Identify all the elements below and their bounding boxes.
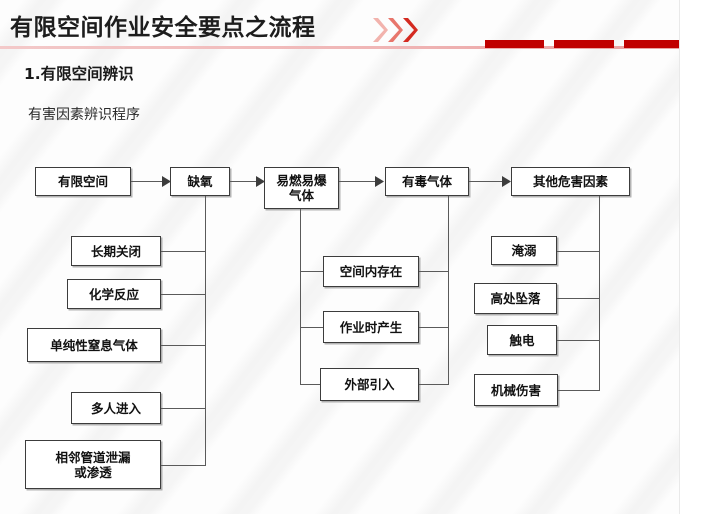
arrowhead-confined-to-oxygen [162,176,172,187]
section-heading: 1.有限空间辨识 [24,65,134,83]
node-mechanical-injury[interactable]: 机械伤害 [474,374,558,406]
header-accent-bar-3 [624,40,679,48]
node-fall-from-height[interactable]: 高处坠落 [474,283,557,314]
branch-externally-introduced-right [419,384,449,386]
node-existing-in-space[interactable]: 空间内存在 [323,256,419,287]
connector-confined-to-oxygen [131,181,169,183]
branch-chemical-reaction [161,294,206,296]
node-generated-during-work[interactable]: 作业时产生 [323,311,419,343]
flowchart: 有限空间 缺氧 易燃易爆 气体 有毒气体 其他危害因素 长期关闭 化学反应 单纯… [25,167,630,489]
connector-oxygen-to-flammable [230,181,264,183]
arrowhead-oxygen-to-flammable [256,176,266,187]
branch-drowning [557,251,600,253]
connector-toxic-to-other [469,181,510,183]
trunk-other-hazards [599,195,601,391]
branch-externally-introduced-left [300,384,324,386]
double-chevron-right-icon [372,17,432,43]
node-toxic-gas[interactable]: 有毒气体 [385,167,469,196]
header-accent-bar-2 [554,40,614,48]
trunk-toxic [448,195,450,385]
branch-existing-in-space-left [300,271,324,273]
node-multiple-entrants[interactable]: 多人进入 [71,392,161,424]
node-simple-asphyxiant-gas[interactable]: 单纯性窒息气体 [27,328,161,362]
arrowhead-flammable-to-toxic [375,176,385,187]
slide-header: 有限空间作业安全要点之流程 [0,0,679,52]
branch-simple-asphyxiant [161,345,206,347]
trunk-flammable [300,208,302,385]
branch-existing-in-space-right [419,271,449,273]
header-accent-bar-1 [485,40,544,48]
branch-fall-from-height [557,298,600,300]
connector-flammable-to-toxic [339,181,383,183]
section-subheading: 有害因素辨识程序 [28,107,140,123]
node-flammable-explosive-gas[interactable]: 易燃易爆 气体 [264,167,339,209]
node-confined-space[interactable]: 有限空间 [35,167,131,196]
arrowhead-toxic-to-other [502,176,512,187]
branch-mechanical-injury [557,390,600,392]
branch-generated-during-work-right [419,327,449,329]
branch-generated-during-work-left [300,327,324,329]
page-title: 有限空间作业安全要点之流程 [10,15,316,41]
node-long-term-closure[interactable]: 长期关闭 [71,236,161,266]
branch-adjacent-pipe-leak [161,465,206,467]
trunk-oxygen [205,195,207,466]
node-adjacent-pipe-leak[interactable]: 相邻管道泄漏 或渗透 [25,440,161,489]
node-externally-introduced[interactable]: 外部引入 [320,368,419,401]
node-other-hazards[interactable]: 其他危害因素 [511,167,630,196]
node-electric-shock[interactable]: 触电 [487,325,557,355]
slide-canvas: 有限空间作业安全要点之流程 1.有限空间辨识 有害因素辨识程序 [0,0,680,514]
node-drowning[interactable]: 淹溺 [491,236,557,265]
node-oxygen-deficiency[interactable]: 缺氧 [170,167,230,196]
header-rule [0,46,679,49]
branch-multiple-entrants [161,408,206,410]
node-chemical-reaction[interactable]: 化学反应 [67,279,161,309]
branch-electric-shock [557,340,600,342]
branch-long-term-closure [161,251,206,253]
